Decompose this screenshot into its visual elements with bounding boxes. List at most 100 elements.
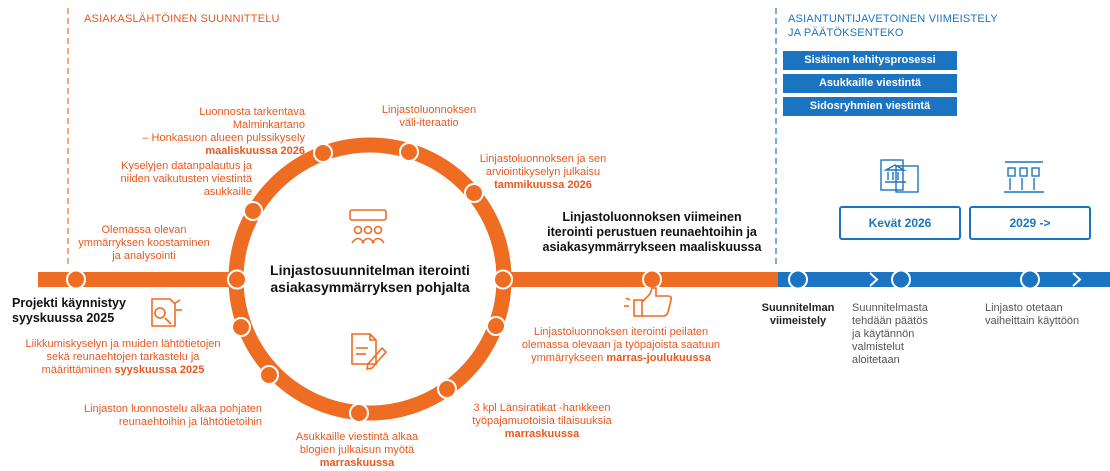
- pill-stakeholder-communication: Sidosryhmien viestintä: [783, 97, 957, 116]
- step-baseline-data-line1: Liikkumiskyselyn ja muiden lähtötietojen: [25, 338, 221, 350]
- ring-node: [313, 143, 333, 163]
- timeline-node-final-iteration: [642, 269, 662, 290]
- report-chart-icon: [151, 298, 182, 327]
- ring-center-title-line1: Linjastosuunnitelman iterointi: [270, 262, 470, 278]
- timeline-blue: [778, 272, 1110, 287]
- step-interim-iteration: Linjastoluonnoksen väli-iteraatio: [364, 104, 494, 130]
- milestone-rollout-line1: Linjasto otetaan: [985, 302, 1063, 314]
- step-network-sketching-line1: Linjaston luonnostelu alkaa pohjaten: [84, 403, 262, 415]
- chevron-icon: [1072, 272, 1082, 287]
- step-blog-communication-date: marraskuussa: [319, 457, 395, 469]
- step-draft-iteration-line2: olemassa olevaan ja työpajoista saatuun: [521, 339, 721, 351]
- milestone-decision-line1: Suunnitelmasta: [852, 302, 928, 314]
- step-draft-publication-date: tammikuussa 2026: [494, 179, 592, 191]
- step-draft-iteration-line1: Linjastoluonnoksen iterointi peilaten: [533, 326, 709, 338]
- step-pulse-survey-line1: Luonnosta tarkentava Malminkartano: [199, 106, 305, 131]
- right-section-header-line1: ASIANTUNTIJAVETOINEN VIIMEISTELY: [788, 13, 998, 25]
- step-draft-publication-line2: arviointikyselyn julkaisu: [485, 166, 601, 178]
- step-baseline-data-text: määrittäminen: [41, 364, 115, 376]
- milestone-start: Projekti käynnistyy syyskuussa 2025: [12, 296, 126, 326]
- step-survey-feedback-line1: Kyselyjen datanpalautus ja: [121, 160, 252, 172]
- right-section-header-line2: JA PÄÄTÖKSENTEKO: [788, 27, 904, 39]
- milestone-decision-line3: ja käytännön: [852, 328, 915, 340]
- milestone-rollout: Linjasto otetaan vaiheittain käyttöön: [985, 302, 1079, 328]
- ring-node: [243, 201, 263, 221]
- timeline-node-start: [66, 269, 86, 290]
- step-baseline-data-line2: sekä reunaehtojen tarkastelu ja: [46, 351, 200, 363]
- timeline-node-ring-entry: [227, 269, 247, 290]
- step-pulse-survey-line2: – Honkasuon alueen pulssikysely: [142, 132, 305, 144]
- document-pencil-icon: [351, 333, 388, 371]
- step-draft-iteration-date: marras-joulukuussa: [606, 352, 711, 364]
- ring-node: [464, 183, 484, 203]
- spring-2026-box: Kevät 2026: [839, 206, 961, 240]
- left-section-header: ASIAKASLÄHTÖINEN SUUNNITTELU: [84, 13, 280, 25]
- step-workshops-date: marraskuussa: [504, 428, 580, 440]
- step-interim-iteration-line2: väli-iteraatio: [399, 117, 459, 129]
- step-understanding-compilation-line2: ymmärryksen koostaminen: [78, 237, 210, 249]
- milestone-final-iteration-line2: iterointi perustuen reunaehtoihin ja: [547, 225, 757, 239]
- step-draft-iteration: Linjastoluonnoksen iterointi peilaten ol…: [505, 326, 737, 365]
- step-blog-communication-line2: blogien julkaisun myötä: [299, 444, 415, 456]
- ring-center-title: Linjastosuunnitelman iterointi asiakasym…: [250, 262, 490, 296]
- timeline-node-rollout: [1020, 269, 1040, 290]
- city-hall-document-icon: [880, 159, 919, 193]
- step-blog-communication-line1: Asukkaille viestintä alkaa: [295, 431, 419, 443]
- step-draft-iteration-line3: ymmärrykseen marras-joulukuussa: [505, 352, 737, 365]
- step-survey-feedback-line3: asukkaille: [203, 186, 252, 198]
- milestone-final-iteration-line3: asiakasymmärrykseen maaliskuussa: [542, 240, 762, 254]
- pill-internal-development: Sisäinen kehitysprosessi: [783, 51, 957, 70]
- people-presentation-icon: [349, 209, 387, 244]
- step-draft-iteration-text: ymmärrykseen: [531, 352, 607, 364]
- step-draft-publication-line1: Linjastoluonnoksen ja sen: [479, 153, 607, 165]
- step-understanding-compilation-line1: Olemassa olevan: [101, 224, 187, 236]
- timeline-node-ring-exit: [493, 269, 513, 290]
- step-understanding-compilation: Olemassa olevan ymmärryksen koostaminen …: [68, 224, 220, 263]
- milestone-finish: Suunnitelman viimeistely: [756, 302, 840, 328]
- timeline-node-finish: [788, 269, 808, 290]
- ring-node: [231, 317, 251, 337]
- milestone-final-iteration: Linjastoluonnoksen viimeinen iterointi p…: [532, 210, 772, 255]
- step-draft-publication: Linjastoluonnoksen ja sen arviointikysel…: [458, 153, 628, 192]
- pill-resident-communication: Asukkaille viestintä: [783, 74, 957, 93]
- step-baseline-data-date: syyskuussa 2025: [114, 364, 205, 376]
- step-workshops: 3 kpl Länsiratikat -hankkeen työpajamuot…: [449, 402, 635, 441]
- step-blog-communication: Asukkaille viestintä alkaa blogien julka…: [272, 431, 442, 470]
- ring-node: [399, 142, 419, 162]
- step-pulse-survey: Luonnosta tarkentava Malminkartano – Hon…: [125, 106, 305, 158]
- step-understanding-compilation-line3: ja analysointi: [112, 250, 176, 262]
- step-survey-feedback-line2: niiden vaikutusten viestintä: [120, 173, 252, 185]
- step-baseline-data-line3: määrittäminen syyskuussa 2025: [6, 364, 240, 377]
- milestone-rollout-line2: vaiheittain käyttöön: [985, 315, 1080, 327]
- ring-node: [259, 365, 279, 385]
- ring-nodes: [231, 142, 506, 423]
- thumbs-up-icon: [624, 287, 672, 317]
- step-workshops-line1: 3 kpl Länsiratikat -hankkeen: [473, 402, 611, 414]
- milestone-finish-line2: viimeistely: [769, 315, 827, 327]
- chevron-icon: [869, 272, 879, 287]
- year-2029-box: 2029 ->: [969, 206, 1091, 240]
- step-interim-iteration-line1: Linjastoluonnoksen: [381, 104, 477, 116]
- tram-stop-icon: [1004, 161, 1044, 193]
- step-workshops-line2: työpajamuotoisia tilaisuuksia: [472, 415, 612, 427]
- ring-node: [349, 403, 369, 423]
- step-baseline-data: Liikkumiskyselyn ja muiden lähtötietojen…: [6, 338, 240, 377]
- milestone-finish-line1: Suunnitelman: [761, 302, 835, 314]
- ring-center-title-line2: asiakasymmärryksen pohjalta: [270, 279, 470, 295]
- milestone-start-line2: syyskuussa 2025: [12, 311, 115, 325]
- ring-node: [437, 379, 457, 399]
- step-pulse-survey-date: maaliskuussa 2026: [205, 145, 305, 157]
- step-network-sketching-line2: reunaehtoihin ja lähtötietoihin: [118, 416, 262, 428]
- step-network-sketching: Linjaston luonnostelu alkaa pohjaten reu…: [40, 403, 262, 429]
- timeline-node-decision: [891, 269, 911, 290]
- milestone-start-line1: Projekti käynnistyy: [12, 296, 126, 310]
- step-survey-feedback: Kyselyjen datanpalautus ja niiden vaikut…: [96, 160, 252, 199]
- milestone-decision-line2: tehdään päätös: [852, 315, 928, 327]
- milestone-decision-line5: aloitetaan: [852, 354, 900, 366]
- ring-node: [486, 316, 506, 336]
- milestone-decision: Suunnitelmasta tehdään päätös ja käytänn…: [852, 302, 928, 367]
- milestone-decision-line4: valmistelut: [852, 341, 904, 353]
- milestone-final-iteration-line1: Linjastoluonnoksen viimeinen: [562, 210, 742, 224]
